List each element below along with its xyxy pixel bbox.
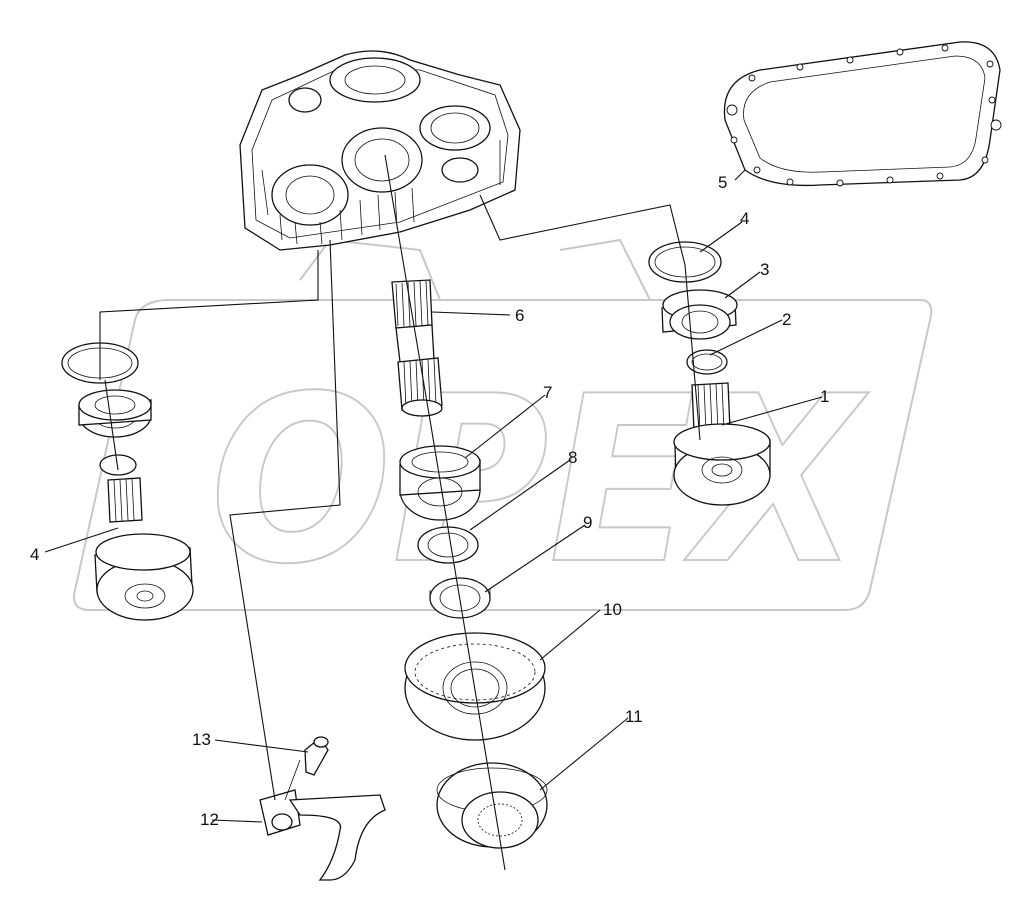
callout-13: 13 bbox=[192, 730, 211, 749]
callout-8: 8 bbox=[568, 448, 577, 467]
right-shaft-assembly bbox=[648, 241, 771, 506]
callout-leaders bbox=[44, 169, 823, 823]
gear-part-10 bbox=[404, 632, 546, 741]
gasket-part-5 bbox=[723, 41, 1002, 187]
watermark: OPEX bbox=[73, 238, 933, 616]
callout-2: 2 bbox=[782, 310, 791, 329]
bolt-part-13 bbox=[284, 736, 329, 801]
callout-12: 12 bbox=[200, 810, 219, 829]
callout-7: 7 bbox=[543, 383, 552, 402]
callout-1: 1 bbox=[820, 387, 829, 406]
callout-labels: 1 2 3 4 4 5 6 7 8 9 10 11 12 13 bbox=[30, 173, 829, 829]
callout-9: 9 bbox=[583, 513, 592, 532]
callout-11: 11 bbox=[625, 707, 643, 726]
left-shaft-assembly bbox=[61, 342, 194, 621]
callout-3: 3 bbox=[760, 260, 769, 279]
callout-4-left: 4 bbox=[30, 545, 39, 564]
callout-4-right: 4 bbox=[740, 209, 749, 228]
washer-part-8 bbox=[417, 526, 479, 564]
shaft-part-6 bbox=[391, 279, 443, 417]
transmission-housing bbox=[239, 50, 521, 251]
callout-10: 10 bbox=[603, 600, 622, 619]
callout-6: 6 bbox=[515, 306, 524, 325]
callout-5: 5 bbox=[718, 173, 727, 192]
shift-fork-part-12 bbox=[259, 789, 386, 881]
assembly-guide-lines bbox=[99, 154, 701, 871]
hub-part-11 bbox=[436, 762, 548, 849]
